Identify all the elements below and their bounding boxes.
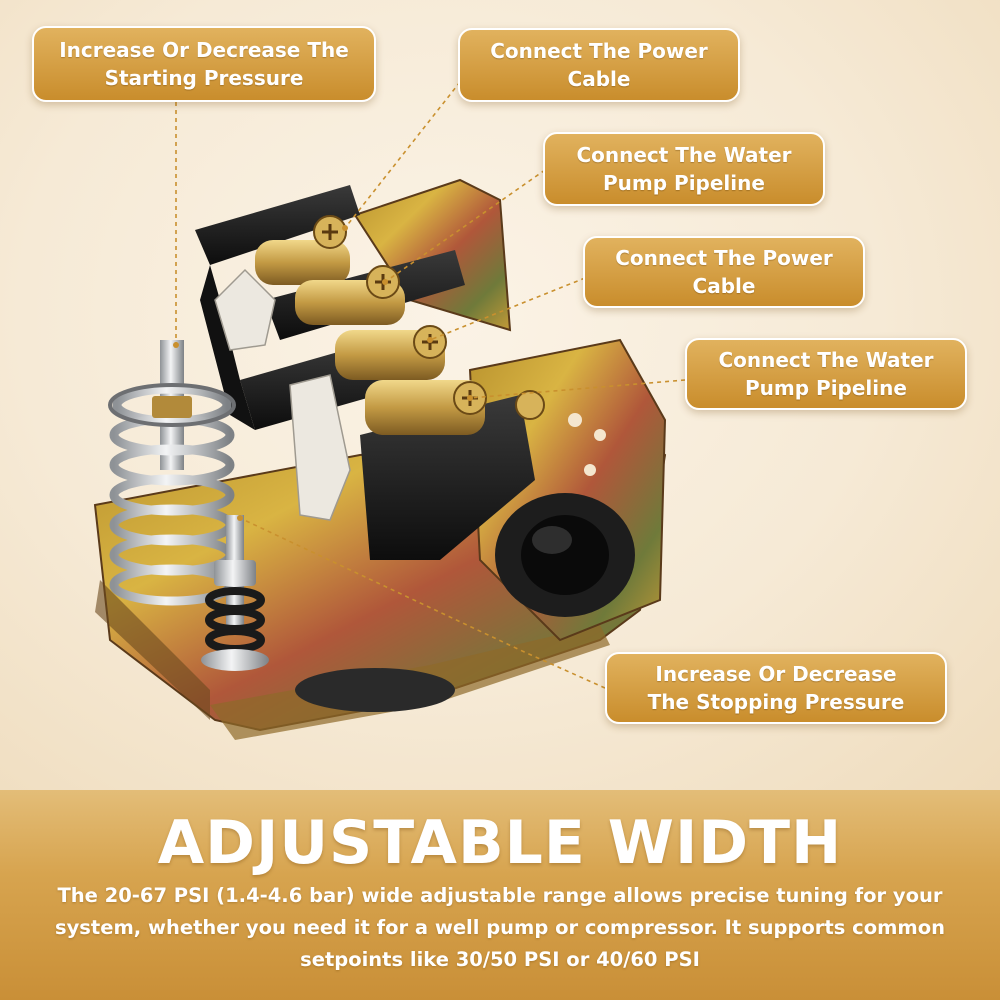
product-stage: Increase Or Decrease The Starting Pressu… <box>0 0 1000 790</box>
callout-water-pipeline-2-text: Connect The Water Pump Pipeline <box>718 348 934 400</box>
callout-power-cable-1-text: Connect The Power Cable <box>490 39 708 91</box>
starting-pressure-spring <box>108 340 236 606</box>
brass-terminals <box>255 215 545 435</box>
diaphragm <box>295 668 455 712</box>
callout-power-cable-2-text: Connect The Power Cable <box>615 246 833 298</box>
callout-starting-pressure-text: Increase Or Decrease The Starting Pressu… <box>59 38 349 90</box>
callout-water-pipeline-2: Connect The Water Pump Pipeline <box>685 338 967 410</box>
white-levers <box>214 268 351 521</box>
rubber-grommet <box>495 493 635 617</box>
banner-headline: ADJUSTABLE WIDTH <box>157 808 843 878</box>
callout-power-cable-1: Connect The Power Cable <box>458 28 740 102</box>
banner-description: The 20-67 PSI (1.4-4.6 bar) wide adjusta… <box>54 884 946 971</box>
callout-power-cable-2: Connect The Power Cable <box>583 236 865 308</box>
info-banner <box>0 790 1000 1000</box>
callout-water-pipeline-1: Connect The Water Pump Pipeline <box>543 132 825 206</box>
callout-stopping-pressure-text: Increase Or Decrease The Stopping Pressu… <box>647 662 905 714</box>
callout-water-pipeline-1-text: Connect The Water Pump Pipeline <box>576 143 792 195</box>
callout-starting-pressure: Increase Or Decrease The Starting Pressu… <box>32 26 376 102</box>
callout-stopping-pressure: Increase Or Decrease The Stopping Pressu… <box>605 652 947 724</box>
